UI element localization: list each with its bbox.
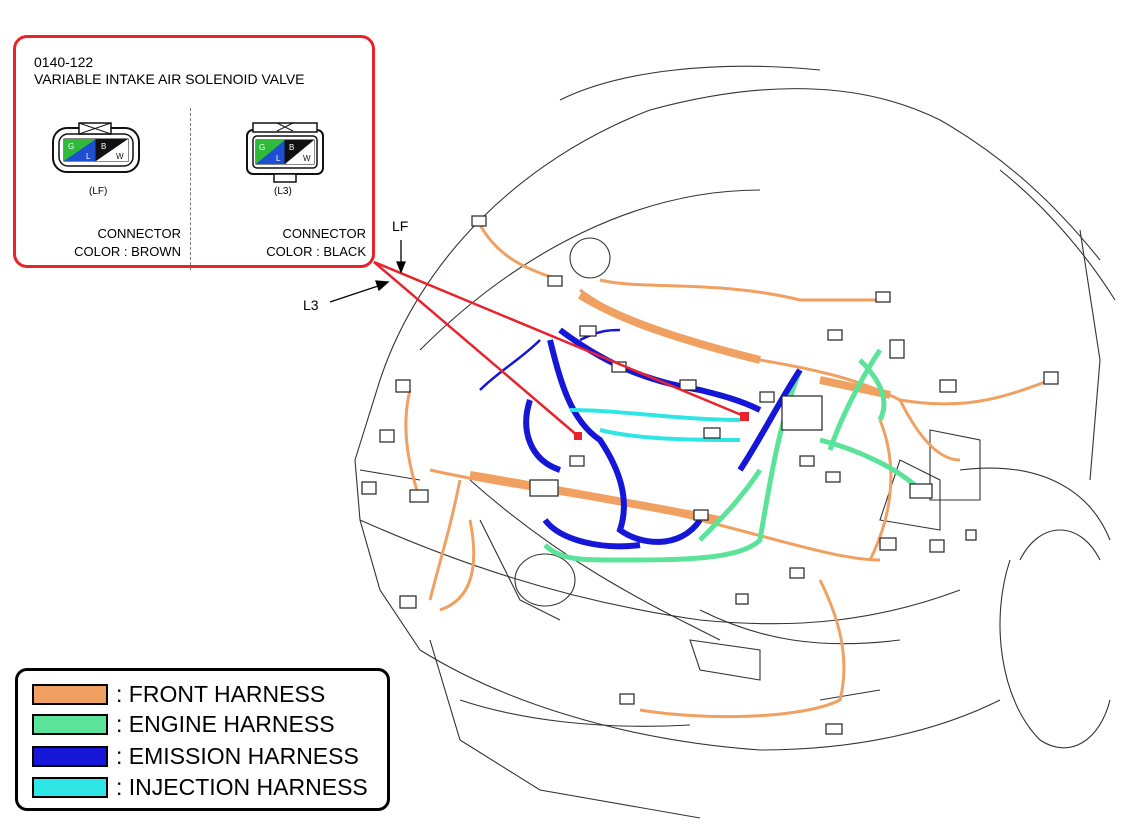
legend-label-front: : FRONT HARNESS bbox=[116, 680, 326, 707]
legend-item-engine: : ENGINE HARNESS bbox=[32, 711, 335, 737]
front-harness-wires bbox=[404, 224, 1051, 719]
engine-harness-swatch bbox=[32, 713, 108, 735]
pin-b-label: B bbox=[289, 143, 294, 152]
component-code: 0140-122 bbox=[34, 54, 94, 70]
legend-item-emission: : EMISSION HARNESS bbox=[32, 743, 359, 769]
legend-item-injection: : INJECTION HARNESS bbox=[32, 774, 368, 800]
connector-l3-text-line1: CONNECTOR bbox=[282, 226, 366, 241]
connector-lf-color: COLOR : BROWN bbox=[74, 244, 181, 259]
connector-lf-text-line1: CONNECTOR bbox=[97, 226, 181, 241]
emission-thin-wires bbox=[479, 328, 621, 391]
pointer-label-lf: LF bbox=[392, 218, 409, 234]
pointer-arrows bbox=[329, 240, 406, 303]
vehicle-outline bbox=[354, 65, 1116, 819]
pin-l-label: L bbox=[276, 154, 281, 163]
connector-lf-description: CONNECTOR COLOR : BROWN bbox=[46, 225, 181, 261]
injection-harness-wires bbox=[569, 408, 741, 442]
connector-l3-description: CONNECTOR COLOR : BLACK bbox=[226, 225, 366, 261]
emission-harness-swatch bbox=[32, 745, 108, 767]
pointer-label-l3: L3 bbox=[303, 297, 319, 313]
connector-l3-label: (L3) bbox=[274, 186, 292, 197]
injection-harness-swatch bbox=[32, 776, 108, 798]
connector-lf-label: (LF) bbox=[89, 186, 108, 197]
callout-leader-lines bbox=[373, 260, 745, 437]
connector-divider bbox=[190, 108, 191, 270]
component-title: VARIABLE INTAKE AIR SOLENOID VALVE bbox=[34, 71, 305, 87]
pin-w-label: W bbox=[116, 152, 124, 161]
legend-label-injection: : INJECTION HARNESS bbox=[116, 773, 368, 800]
connector-l3-icon: G L B W bbox=[246, 122, 324, 183]
connector-lf-icon: G L B W bbox=[52, 122, 140, 173]
connector-l3-color: COLOR : BLACK bbox=[266, 244, 366, 259]
pin-w-label: W bbox=[303, 154, 311, 163]
pin-g-label: G bbox=[259, 143, 265, 152]
pin-g-label: G bbox=[68, 142, 74, 151]
legend-item-front: : FRONT HARNESS bbox=[32, 681, 325, 707]
pin-l-label: L bbox=[86, 152, 91, 161]
pin-b-label: B bbox=[101, 142, 106, 151]
harness-connectors bbox=[361, 215, 1059, 735]
legend-label-emission: : EMISSION HARNESS bbox=[116, 742, 359, 769]
legend-label-engine: : ENGINE HARNESS bbox=[116, 710, 335, 737]
front-harness-swatch bbox=[32, 683, 108, 705]
connector-callout: 0140-122 VARIABLE INTAKE AIR SOLENOID VA… bbox=[13, 35, 375, 270]
harness-legend: : FRONT HARNESS : ENGINE HARNESS : EMISS… bbox=[15, 668, 390, 811]
